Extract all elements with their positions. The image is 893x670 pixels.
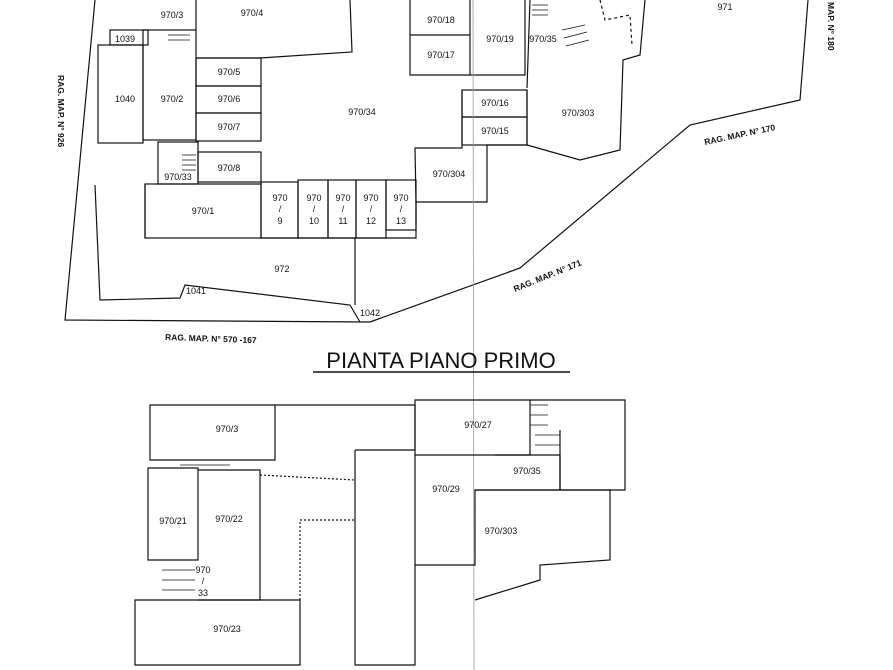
unit-top: 970 [363,193,378,203]
ref-926: RAG. MAP. N° 926 [56,75,66,147]
unit-top: 970 [272,193,287,203]
unit-sep: / [313,204,316,214]
room-label: 1041 [186,286,206,296]
room-label: 970/19 [486,34,514,44]
room-label: 970/29 [432,484,460,494]
unit-bottom: 11 [338,216,347,226]
room-label: 970/35 [513,466,541,476]
ref-570: RAG. MAP. N° 570 -167 [165,332,257,345]
room-label: 970/16 [481,98,509,108]
room-label: 970/304 [433,169,466,179]
room-label: 970/8 [218,163,241,173]
room-label: 1039 [115,34,135,44]
unit-bottom: 33 [198,588,208,598]
room-label: 970/6 [218,94,241,104]
room-label: 970/303 [485,526,518,536]
stacked-unit-labels: 970 / 9 970 / 10 970 / 11 970 / 12 970 /… [272,193,408,226]
ff-room-outline-970-303 [474,489,611,601]
unit-sep: / [279,204,282,214]
room-label: 1040 [115,94,135,104]
room-label: 970/23 [213,624,241,634]
room-label: 970/27 [464,420,492,430]
room-label: 970/7 [218,122,241,132]
room-label: 970/4 [241,8,264,18]
unit-sep: / [400,204,403,214]
room-outline-970-303 [526,0,646,161]
ref-180: MAP. N° 180 [826,2,836,51]
room-label: 970/2 [161,94,184,104]
room-label: 970/15 [481,126,509,136]
room-label: 970/34 [348,107,376,117]
ff-room-outline-970-3 [149,404,276,461]
room-label: 970/303 [562,108,595,118]
ff-room-outline-970-21 [147,467,199,561]
ff-dashed-walls [259,474,356,600]
room-outline-970-8 [197,151,262,183]
room-outline-970-7 [195,112,262,142]
room-label: 1042 [360,308,380,318]
room-label: 970/18 [427,15,455,25]
first-floor-labels: 970/3 970/27 970/35 970/29 970/303 970/2… [159,420,541,634]
ff-corridor [275,404,416,451]
unit-top: 970 [335,193,350,203]
unit-bottom: 9 [277,216,282,226]
unit-bottom: 13 [396,216,406,226]
room-label: 970/33 [164,172,192,182]
room-label: 971 [717,2,732,12]
ground-floor-labels: 970/4 1039 970/3 1040 970/2 970/5 970/6 … [115,2,733,318]
ref-170: RAG. MAP. N° 170 [703,122,776,147]
unit-top: 970 [306,193,321,203]
room-label: 970/21 [159,516,187,526]
unit-sep: / [370,204,373,214]
room-label: 970/35 [529,34,557,44]
room-outline-970-4 [195,0,353,59]
unit-top: 970 [393,193,408,203]
ff-room-outline-970-23 [134,599,301,666]
site-boundary [64,0,809,323]
room-label: 970/5 [218,67,241,77]
unit-bottom: 10 [309,216,319,226]
unit-sep: / [202,576,205,586]
unit-sep: / [342,204,345,214]
room-label: 972 [274,264,289,274]
sheet-fold-line [472,0,475,670]
ff-stair-block [354,450,416,666]
room-label: 970/22 [215,514,243,524]
room-label: 970/3 [161,10,184,20]
room-label: 970/3 [216,424,239,434]
room-outline-972 [144,184,417,305]
stair-hatching [162,4,590,591]
plan-title: PIANTA PIANO PRIMO [326,348,555,373]
room-outline-970-17-19 [409,0,526,76]
unit-top: 970 [195,565,210,575]
courtyard-boundary [94,184,361,323]
ff-room-outline-970-22 [198,469,261,601]
room-outline-1039 [109,29,149,46]
ff-room-outline-970-29 [414,455,495,566]
room-outline-970-304 [414,90,528,203]
ref-171: RAG. MAP. N° 171 [512,257,583,293]
unit-bottom: 12 [366,216,376,226]
room-label: 970/17 [427,50,455,60]
room-outline-970-2 [142,29,197,141]
room-outline-971 [599,0,633,46]
room-label: 970/1 [192,206,215,216]
